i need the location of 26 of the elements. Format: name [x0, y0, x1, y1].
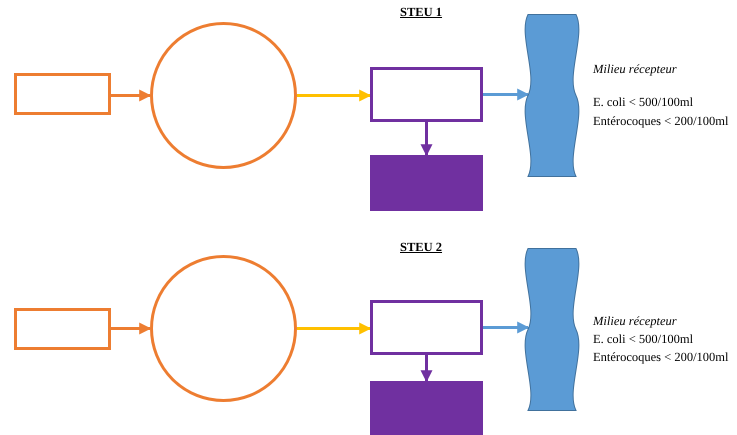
section-heading: STEU 1	[400, 5, 442, 20]
arrow	[483, 322, 530, 334]
arrow	[297, 322, 372, 334]
limit-note: E. coli < 500/100ml	[593, 332, 694, 347]
filled-box	[370, 155, 483, 211]
filled-box	[370, 381, 483, 435]
water-body-shape	[524, 248, 580, 411]
arrow	[420, 355, 432, 382]
process-box	[370, 300, 483, 355]
circle-shape	[150, 22, 297, 169]
circle-shape	[150, 255, 297, 402]
arrow	[483, 88, 530, 100]
limit-note: Entérocoques < 200/100ml	[593, 114, 728, 129]
process-box	[14, 308, 111, 350]
arrow	[297, 90, 372, 102]
section-heading: STEU 2	[400, 240, 442, 255]
arrow	[420, 122, 432, 156]
receiving-water-label: Milieu récepteur	[593, 314, 677, 329]
water-body-shape	[524, 14, 580, 177]
receiving-water-label: Milieu récepteur	[593, 62, 677, 77]
process-box	[14, 73, 111, 115]
limit-note: Entérocoques < 200/100ml	[593, 350, 728, 365]
limit-note: E. coli < 500/100ml	[593, 95, 694, 110]
process-box	[370, 67, 483, 122]
arrow	[111, 90, 152, 102]
arrow	[111, 322, 152, 334]
